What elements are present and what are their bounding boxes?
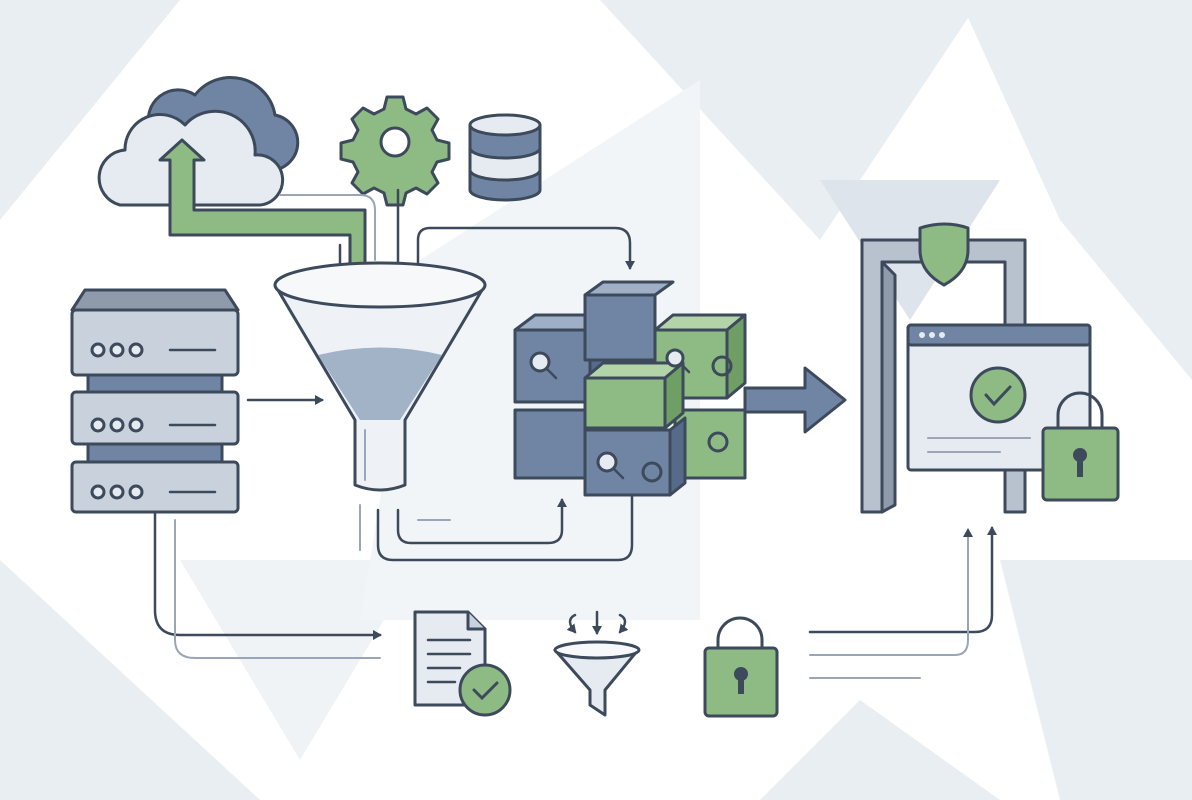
cube-cluster-icon (513, 280, 747, 497)
padlock-icon (1041, 391, 1120, 502)
padlock-icon (703, 616, 779, 718)
document-check-icon (413, 610, 512, 717)
database-icon (468, 113, 542, 202)
cloud-upload-icon (97, 76, 300, 207)
security-gate-icon (860, 238, 1027, 514)
arrow-right-icon (743, 366, 847, 434)
server-stack-icon (70, 288, 240, 514)
filter-funnel-icon (553, 610, 641, 717)
upload-arrow (158, 138, 367, 282)
shield-icon (918, 222, 970, 287)
funnel-icon (273, 261, 487, 492)
gear-icon (339, 95, 451, 207)
